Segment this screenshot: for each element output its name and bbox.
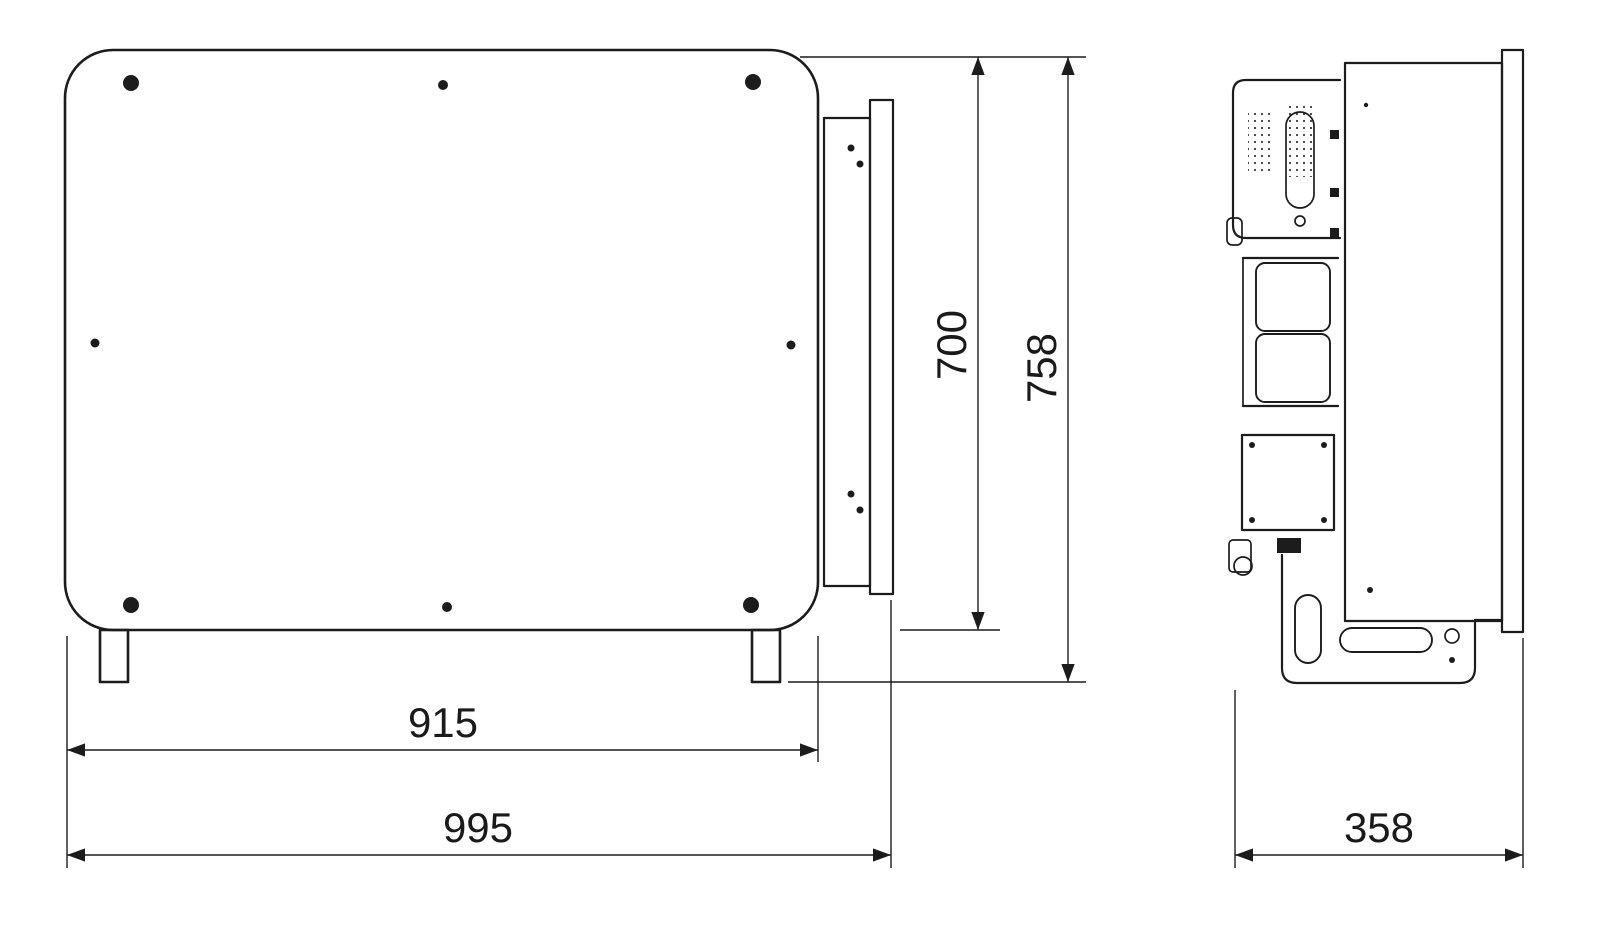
screw-dot: [1249, 517, 1255, 523]
base-hole: [1444, 628, 1460, 644]
perforated-area-left: [1248, 112, 1274, 174]
front-view: [63, 48, 895, 684]
base-dot: [1449, 657, 1455, 663]
base-slot-vertical: [1294, 594, 1322, 664]
base-plate-outline: [1280, 553, 1504, 685]
side-base-assembly: [1228, 538, 1504, 685]
front-panel-outline: [63, 48, 820, 632]
screw-dot: [1321, 517, 1327, 523]
edge-tabs: [1330, 130, 1339, 237]
screw-hole-top-center: [438, 80, 448, 90]
side-view: [1226, 48, 1525, 685]
bracket-hole: [856, 160, 864, 168]
dimension-labels: 700 758 915 995 358: [408, 310, 1414, 851]
bracket-holes: [847, 144, 864, 514]
dim-label-mount-width: 915: [408, 699, 478, 746]
side-terminal-box: [1240, 433, 1336, 532]
base-slot-horizontal: [1339, 627, 1433, 653]
dimension-lines: [66, 56, 1524, 868]
edge-tab: [1330, 130, 1339, 139]
bracket-hole: [856, 506, 864, 514]
side-clip: [1226, 217, 1243, 246]
gland-hole: [1233, 556, 1253, 576]
mount-plate-edge: [1500, 48, 1525, 634]
screw-hole-bottom-center: [442, 602, 452, 612]
base-dot: [1367, 587, 1373, 593]
front-screw-holes: [90, 74, 796, 613]
screw-dot: [1249, 442, 1255, 448]
dim-label-total-height: 758: [1018, 333, 1065, 403]
side-body-outline: [1343, 61, 1504, 623]
connector-block: [1277, 538, 1301, 553]
mount-bracket-plate: [868, 98, 895, 596]
right-foot: [750, 628, 782, 684]
screw-hole-top-left: [123, 75, 139, 91]
edge-tab: [1330, 188, 1339, 197]
screw-hole-top-right: [745, 74, 761, 90]
terminal-box-outline: [1240, 433, 1336, 532]
vent-slot: [1285, 111, 1315, 209]
dim-label-body-height: 700: [928, 310, 975, 380]
side-body-dot: [1363, 102, 1369, 108]
perforated-area-right: [1284, 103, 1316, 177]
screw-hole-mid-left: [90, 338, 100, 348]
dim-label-total-width: 995: [443, 804, 513, 851]
bracket-hole: [847, 490, 855, 498]
small-hole: [1294, 215, 1306, 227]
mount-bracket-body: [822, 116, 872, 588]
dim-label-depth: 358: [1344, 804, 1414, 851]
top-block-outline: [1231, 78, 1342, 240]
screw-hole-bottom-left: [123, 597, 139, 613]
coil-upper: [1255, 262, 1331, 332]
edge-tab: [1330, 228, 1339, 237]
side-top-block: [1226, 78, 1342, 246]
left-foot: [98, 628, 130, 684]
terminal-box-screws: [1249, 442, 1327, 523]
screw-hole-bottom-right: [743, 597, 759, 613]
side-coil-section: [1241, 256, 1340, 408]
coil-lower: [1255, 333, 1331, 403]
screw-hole-mid-right: [786, 340, 796, 350]
screw-dot: [1321, 442, 1327, 448]
gland-bracket: [1228, 539, 1252, 573]
bracket-hole: [847, 144, 855, 152]
